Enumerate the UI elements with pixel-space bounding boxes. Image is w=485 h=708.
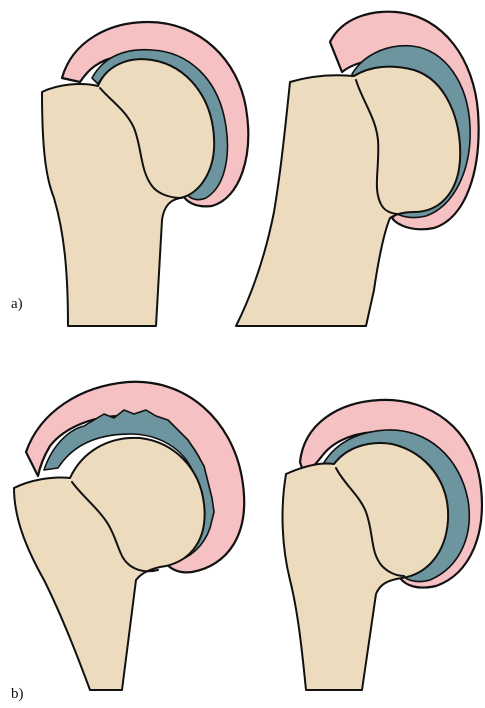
humerus-a-left (42, 22, 248, 326)
bone-a-right (236, 67, 460, 326)
humerus-b-left (14, 382, 244, 690)
humerus-a-right (236, 12, 479, 326)
humerus-b-right (283, 400, 482, 690)
bone-a-left (42, 59, 214, 326)
panel-label-b: b) (11, 686, 24, 703)
bone-b-right (283, 443, 449, 690)
panel-label-a: a) (11, 296, 23, 313)
